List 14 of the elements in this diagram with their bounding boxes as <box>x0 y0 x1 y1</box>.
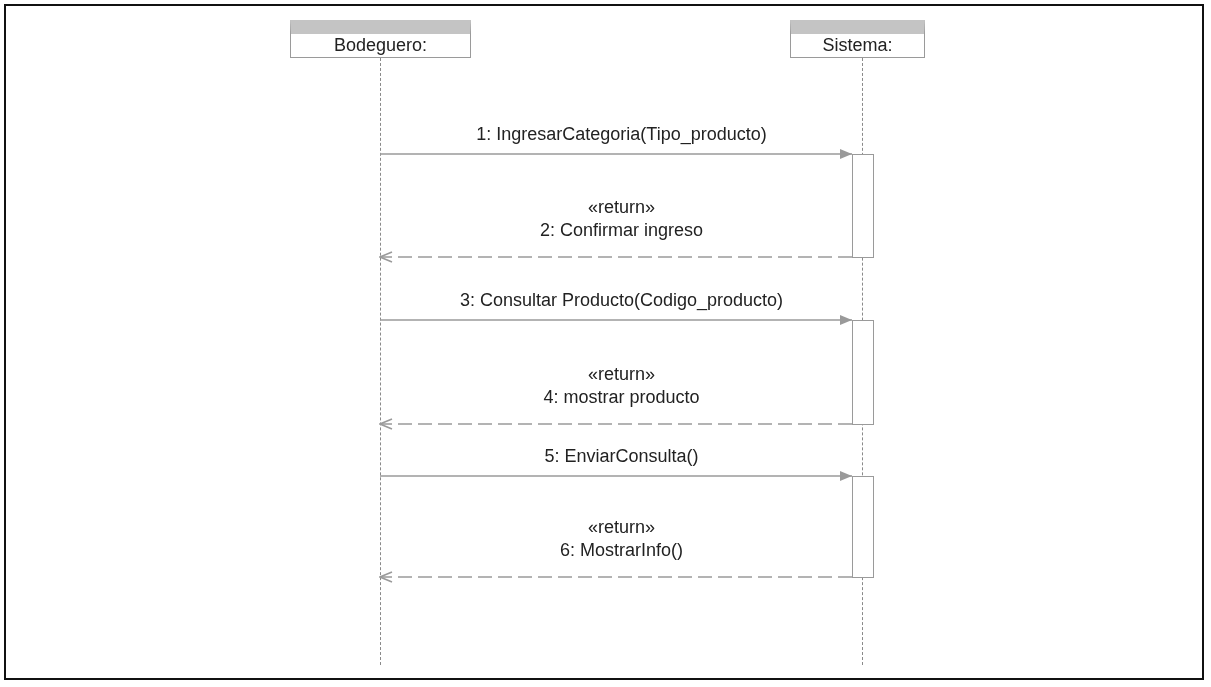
return-message-arrow <box>379 418 853 430</box>
message-arrow <box>379 471 853 481</box>
participant-name: Bodeguero: <box>333 35 428 54</box>
participant-name: Sistema: <box>822 35 893 54</box>
activation-bar <box>852 320 874 425</box>
message-arrow <box>379 315 853 325</box>
participant-box <box>790 20 925 58</box>
activation-bar <box>852 154 874 258</box>
activation-bar <box>852 476 874 578</box>
return-message-arrow <box>379 251 853 263</box>
participant-box <box>290 20 471 58</box>
message-arrow <box>379 149 853 159</box>
return-message-arrow <box>379 571 853 583</box>
lifeline <box>850 58 874 665</box>
